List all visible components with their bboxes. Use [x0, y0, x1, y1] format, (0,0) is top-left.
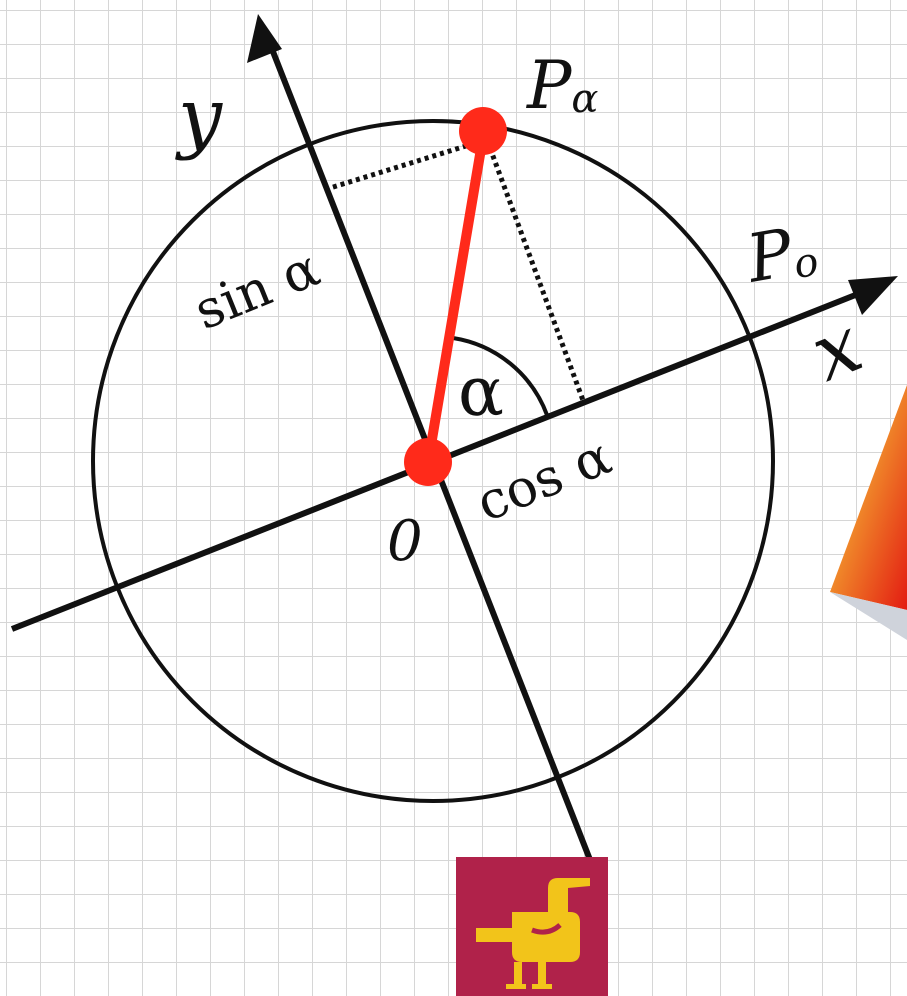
unit-circle [91, 119, 775, 803]
origin-point [404, 438, 452, 486]
bird-logo-icon [456, 857, 608, 996]
red-cone-icon [830, 385, 907, 640]
p-zero-label: Po [740, 210, 822, 298]
x-axis-label: x [799, 300, 874, 400]
radius-segment [423, 126, 489, 468]
p-alpha-base: P [526, 47, 573, 124]
y-axis-arrowhead [247, 14, 282, 63]
point-p-alpha [459, 107, 507, 155]
p-alpha-label: Pα [526, 47, 598, 124]
cos-projection-line [487, 147, 587, 404]
x-axis-arrowhead [848, 276, 898, 315]
angle-arc [452, 336, 549, 416]
p-zero-base: P [740, 214, 800, 298]
cos-label: cos α [468, 426, 619, 534]
p-alpha-subscript: α [571, 76, 598, 122]
sin-projection-line [329, 138, 483, 191]
angle-label: α [458, 353, 504, 432]
y-axis-label: y [175, 72, 223, 162]
origin-label: 0 [387, 509, 423, 574]
sin-label: sin α [186, 238, 328, 342]
